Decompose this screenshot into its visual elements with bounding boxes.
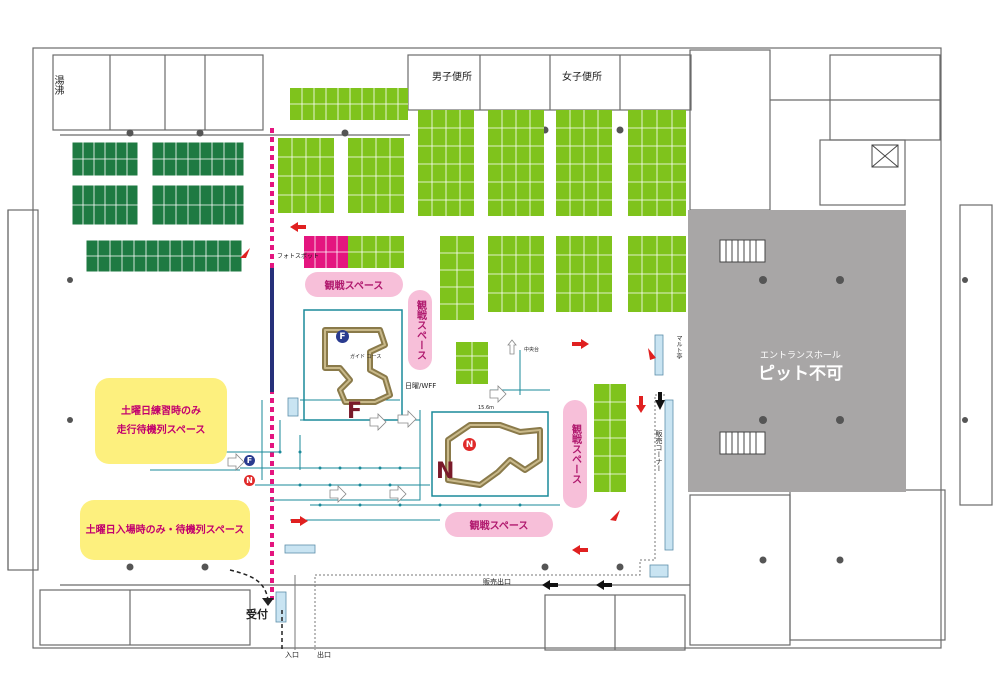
queue-n-marker: N xyxy=(244,475,255,486)
sat-practice-line1: 土曜日練習時のみ xyxy=(121,406,201,417)
sales-route-line xyxy=(314,394,665,650)
viewing-space-top: 観戦スペース xyxy=(305,272,403,297)
nichiyo-wff-label: 日曜/WFF xyxy=(405,382,437,390)
queue-f-marker: F xyxy=(244,455,255,466)
queue-dots xyxy=(278,450,522,507)
sales-corner-label: 販売コーナー xyxy=(655,430,663,472)
sales-exit-label: 販売出口 xyxy=(483,578,511,586)
pit-grid-lines-dark xyxy=(72,142,244,272)
room-womens-restroom: 女子便所 xyxy=(562,72,602,83)
sat-entry-queue-label: 土曜日入場時のみ・待機列スペース xyxy=(85,524,245,536)
stand-label: 15.6m xyxy=(478,405,495,411)
course-f-track xyxy=(322,327,393,405)
course-f-marker: F xyxy=(336,330,349,343)
course-n-big-letter: N xyxy=(436,459,454,484)
room-mens-restroom: 男子便所 xyxy=(432,72,472,83)
viewing-space-bottom: 観戦スペース xyxy=(445,512,553,537)
entrance-label: 入口 xyxy=(285,651,299,659)
entrance-hall-label: エントランスホール xyxy=(760,351,841,361)
maruto-label: マルト亭 xyxy=(675,335,682,359)
room-yudokoro: 湯沸 xyxy=(52,75,63,95)
course-f-guide-label: ガイド コース xyxy=(350,354,382,360)
no-pit-label: ピット不可 xyxy=(758,364,843,384)
elevator-icon xyxy=(871,144,899,168)
sales-corner-panels xyxy=(275,334,674,623)
sat-practice-line2: 走行待機列スペース xyxy=(116,425,206,436)
black-arrow-icon xyxy=(542,392,665,590)
outline-arrow-icon xyxy=(227,339,517,503)
viewing-space-right-vertical: 観戦スペース xyxy=(563,400,587,508)
stairs-icon xyxy=(719,239,766,455)
center-stage-label: 中央台 xyxy=(524,347,540,353)
course-n-track-inner xyxy=(447,424,541,486)
course-n-enclosure xyxy=(431,411,549,497)
course-n-marker: N xyxy=(463,438,476,451)
pit-grid-lines-light xyxy=(278,88,686,492)
queue-barrier-lines xyxy=(150,350,560,521)
exit-label: 出口 xyxy=(317,651,331,659)
reception-label: 受付 xyxy=(246,608,268,621)
course-f-track-inner xyxy=(324,329,391,403)
dashed-walk-arrowhead xyxy=(262,598,274,606)
red-arrow-icon xyxy=(240,222,656,555)
course-f-big-letter: F xyxy=(347,399,362,424)
viewing-space-left-vertical: 観戦スペース xyxy=(408,290,432,370)
course-f-enclosure xyxy=(303,309,403,421)
photo-spot-label: フォトスポット xyxy=(277,253,320,260)
sat-entry-queue-space: 土曜日入場時のみ・待機列スペース xyxy=(80,500,250,560)
sat-practice-queue-space: 土曜日練習時のみ 走行待機列スペース xyxy=(95,378,227,464)
